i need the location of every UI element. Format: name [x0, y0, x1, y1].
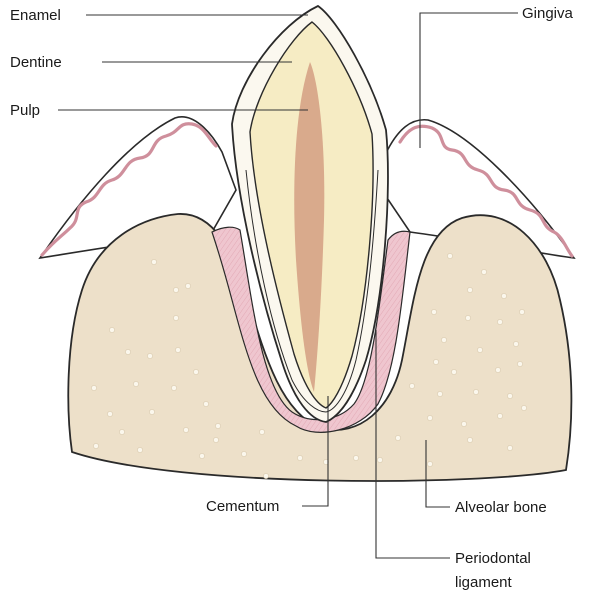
- bone-pore: [147, 353, 152, 358]
- label-cementum: Cementum: [206, 498, 279, 515]
- bone-pore: [433, 359, 438, 364]
- bone-pore: [185, 283, 190, 288]
- bone-pore: [215, 423, 220, 428]
- bone-pore: [119, 429, 124, 434]
- label-enamel: Enamel: [10, 7, 61, 24]
- bone-pore: [183, 427, 188, 432]
- bone-pore: [461, 421, 466, 426]
- bone-pore: [193, 369, 198, 374]
- bone-pore: [137, 447, 142, 452]
- label-pulp: Pulp: [10, 102, 40, 119]
- bone-pore: [497, 413, 502, 418]
- bone-pore: [353, 455, 358, 460]
- bone-pore: [497, 319, 502, 324]
- bone-pore: [259, 429, 264, 434]
- bone-pore: [91, 385, 96, 390]
- bone-pore: [467, 287, 472, 292]
- bone-pore: [125, 349, 130, 354]
- bone-pore: [521, 405, 526, 410]
- label-dentine: Dentine: [10, 54, 62, 71]
- bone-pore: [477, 347, 482, 352]
- bone-pore: [173, 287, 178, 292]
- bone-pore: [427, 461, 432, 466]
- bone-pore: [151, 259, 156, 264]
- bone-pore: [297, 455, 302, 460]
- bone-pore: [447, 253, 452, 258]
- bone-pore: [171, 385, 176, 390]
- bone-pore: [241, 451, 246, 456]
- bone-pore: [431, 309, 436, 314]
- label-alveolar-bone: Alveolar bone: [455, 499, 547, 516]
- bone-pore: [513, 341, 518, 346]
- label-periodontal-ligament-line2: ligament: [455, 574, 513, 591]
- bone-pore: [467, 437, 472, 442]
- bone-pore: [199, 453, 204, 458]
- bone-pore: [427, 415, 432, 420]
- bone-pore: [263, 473, 268, 478]
- bone-pore: [437, 391, 442, 396]
- bone-pore: [133, 381, 138, 386]
- label-gingiva: Gingiva: [522, 5, 574, 22]
- bone-pore: [441, 337, 446, 342]
- bone-pore: [451, 369, 456, 374]
- bone-pore: [465, 315, 470, 320]
- bone-pore: [507, 445, 512, 450]
- bone-pore: [501, 293, 506, 298]
- bone-pore: [517, 361, 522, 366]
- bone-pore: [495, 367, 500, 372]
- label-periodontal-ligament-line1: Periodontal: [455, 550, 531, 567]
- bone-pore: [175, 347, 180, 352]
- bone-pore: [93, 443, 98, 448]
- bone-pore: [109, 327, 114, 332]
- bone-pore: [203, 401, 208, 406]
- bone-pore: [395, 435, 400, 440]
- bone-pore: [377, 457, 382, 462]
- bone-pore: [173, 315, 178, 320]
- bone-pore: [507, 393, 512, 398]
- bone-pore: [481, 269, 486, 274]
- bone-pore: [213, 437, 218, 442]
- bone-pore: [149, 409, 154, 414]
- bone-pore: [473, 389, 478, 394]
- bone-pore: [409, 383, 414, 388]
- bone-pore: [519, 309, 524, 314]
- bone-pore: [107, 411, 112, 416]
